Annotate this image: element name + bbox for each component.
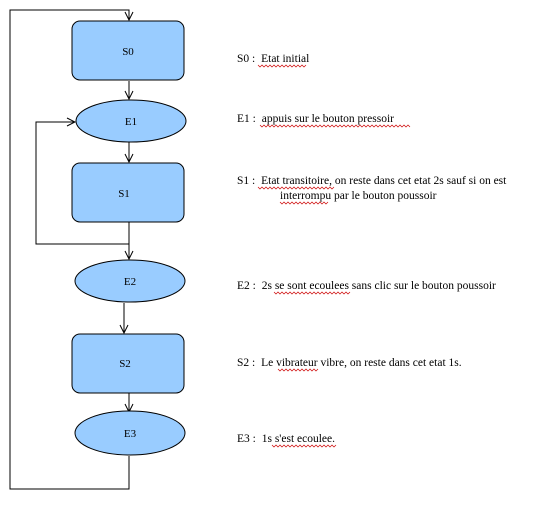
node-label-e2: E2 (124, 276, 136, 288)
squiggle-s2 (277, 368, 319, 372)
node-s0: S0 (71, 20, 185, 81)
node-s2: S2 (71, 333, 185, 394)
event-ellipse-e3 (74, 410, 186, 456)
descriptions: S0 : Etat initial E1 : appuis sur le bou… (237, 53, 507, 445)
desc-e1-text: appuis sur le bouton pressoir (262, 113, 394, 125)
desc-s1-line2: interrompu par le bouton poussoir (280, 190, 437, 202)
desc-e3-text: 1s s'est ecoulee. (262, 433, 335, 445)
node-label-s2: S2 (119, 358, 131, 370)
node-label-e1: E1 (125, 116, 137, 128)
desc-e1-prefix: E1 : (237, 113, 256, 125)
desc-e1: E1 : appuis sur le bouton pressoir (237, 113, 394, 125)
desc-s0-text: Etat initial (261, 53, 309, 65)
desc-e2-text: 2s se sont ecoulees sans clic sur le bou… (262, 280, 496, 292)
spellcheck-underlines (257, 64, 411, 448)
node-label-s1: S1 (118, 188, 130, 200)
squiggle-s0 (257, 64, 307, 68)
state-box-s2 (71, 333, 185, 394)
squiggle-s1-line2 (279, 201, 329, 205)
event-ellipse-e2 (74, 259, 186, 303)
desc-e2-prefix: E2 : (237, 280, 256, 292)
desc-s0-prefix: S0 : (237, 53, 255, 65)
desc-s2-text: Le vibrateur vibre, on reste dans cet et… (261, 357, 462, 369)
event-ellipse-e1 (75, 99, 187, 143)
desc-s0: S0 : Etat initial (237, 53, 309, 65)
node-label-e3: E3 (124, 428, 137, 440)
desc-s2: S2 : Le vibrateur vibre, on reste dans c… (237, 357, 462, 369)
squiggle-e1 (259, 124, 411, 128)
connectors (9, 9, 129, 490)
desc-s1-text-1: Etat transitoire, on reste dans cet etat… (261, 175, 507, 187)
state-box-s0 (71, 20, 185, 81)
node-s1: S1 (71, 162, 185, 223)
desc-e3-prefix: E3 : (237, 433, 256, 445)
desc-e2: E2 : 2s se sont ecoulees sans clic sur l… (237, 280, 496, 292)
arrow-loop-e3-to-s0 (9, 9, 129, 490)
desc-s1-prefix: S1 : (237, 175, 255, 187)
squiggle-e3 (271, 444, 337, 448)
squiggle-s1 (257, 186, 335, 190)
squiggle-e2 (273, 291, 351, 295)
node-e1: E1 (75, 99, 187, 143)
desc-s1-line1: S1 : Etat transitoire, on reste dans cet… (237, 175, 507, 187)
desc-s2-prefix: S2 : (237, 357, 255, 369)
node-label-s0: S0 (122, 46, 134, 58)
desc-e3: E3 : 1s s'est ecoulee. (237, 433, 335, 445)
node-e3: E3 (74, 410, 186, 456)
node-e2: E2 (74, 259, 186, 303)
state-box-s1 (71, 162, 185, 223)
arrow-loop-s1-to-e1 (35, 122, 129, 245)
